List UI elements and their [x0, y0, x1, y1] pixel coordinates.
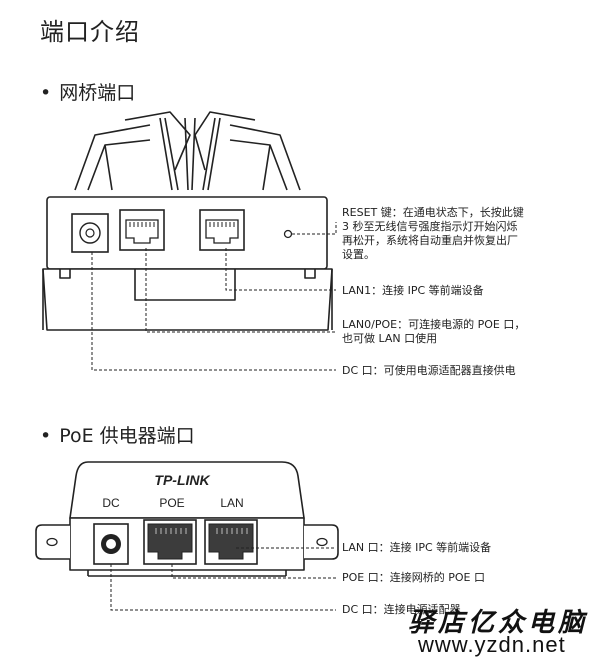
bridge-reset-hole: [283, 229, 293, 239]
bullet: •: [40, 82, 52, 104]
bullet: •: [40, 425, 52, 447]
poe-dc-port-desc: DC 口：连接电源适配器: [342, 603, 461, 616]
poe-brand-logo: TP-LINK: [154, 472, 210, 488]
poe-lan-port: [204, 519, 258, 565]
bridge-dc-jack: [71, 213, 109, 253]
poe-poe-port-desc: POE 口：连接网桥的 POE 口: [342, 571, 485, 584]
poe-lan-port-desc: LAN 口：连接 IPC 等前端设备: [342, 541, 492, 554]
reset-key-label: RESET 键：在通电状态下，长按此键 3 秒至无线信号强度指示灯开始闪烁 再松…: [342, 206, 524, 261]
lan1-label: LAN1：连接 IPC 等前端设备: [342, 284, 484, 297]
bridge-section-title: • 网桥端口: [40, 78, 135, 105]
lan0-poe-label: LAN0/POE：可连接电源的 POE 口， 也可做 LAN 口使用: [342, 318, 526, 345]
poe-dc-port-label: DC: [102, 496, 120, 510]
poe-poe-port-label: POE: [159, 496, 184, 510]
bridge-dc-label: DC 口：可使用电源适配器直接供电: [342, 364, 516, 377]
watermark-url: www.yzdn.net: [418, 632, 566, 657]
bridge-title-text: 网桥端口: [59, 82, 136, 104]
page-title: 端口介绍: [40, 18, 140, 46]
bridge-device: [42, 111, 333, 331]
watermark-text: 驿店亿众电脑: [408, 608, 589, 638]
poe-title-text: PoE 供电器端口: [59, 425, 195, 447]
bridge-lan1-port: [199, 209, 245, 251]
poe-section-title: • PoE 供电器端口: [40, 421, 195, 448]
poe-poe-port: [143, 519, 197, 565]
bridge-lan0-port: [119, 209, 165, 251]
poe-lan-port-label: LAN: [220, 496, 243, 510]
